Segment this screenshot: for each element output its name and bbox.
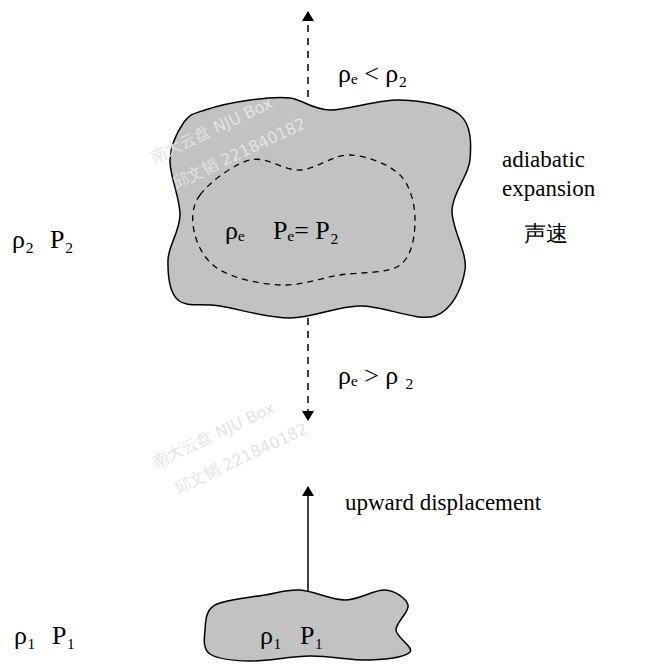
density-condition: ρₑ > ρ ₂ [338,362,414,391]
parcel-state: Pₑ= P₂ [273,217,339,246]
arrow-label: upward displacement [345,490,541,515]
process-note: 声速 [524,222,568,246]
parcel-state: ρₑ [225,217,245,246]
displacement-arrow [307,487,309,592]
dashed-arrow-up [307,12,309,97]
air-parcel: ρ₁ P₁ [200,586,412,663]
ambient-pressure: P₂ [50,226,74,255]
process-note: adiabatic expansion [502,146,622,204]
parcel-state: ρ₁ [260,622,282,651]
blob-shape [204,590,410,661]
density-condition: ρₑ < ρ₂ [338,60,407,89]
ambient-pressure: P₁ [52,622,76,651]
ambient-density: ρ₁ [14,622,36,651]
initial-volume-outline [193,155,415,285]
parcel-state: P₁ [300,622,324,651]
ambient-density: ρ₂ [12,226,34,255]
dashed-arrow-down [307,318,309,420]
